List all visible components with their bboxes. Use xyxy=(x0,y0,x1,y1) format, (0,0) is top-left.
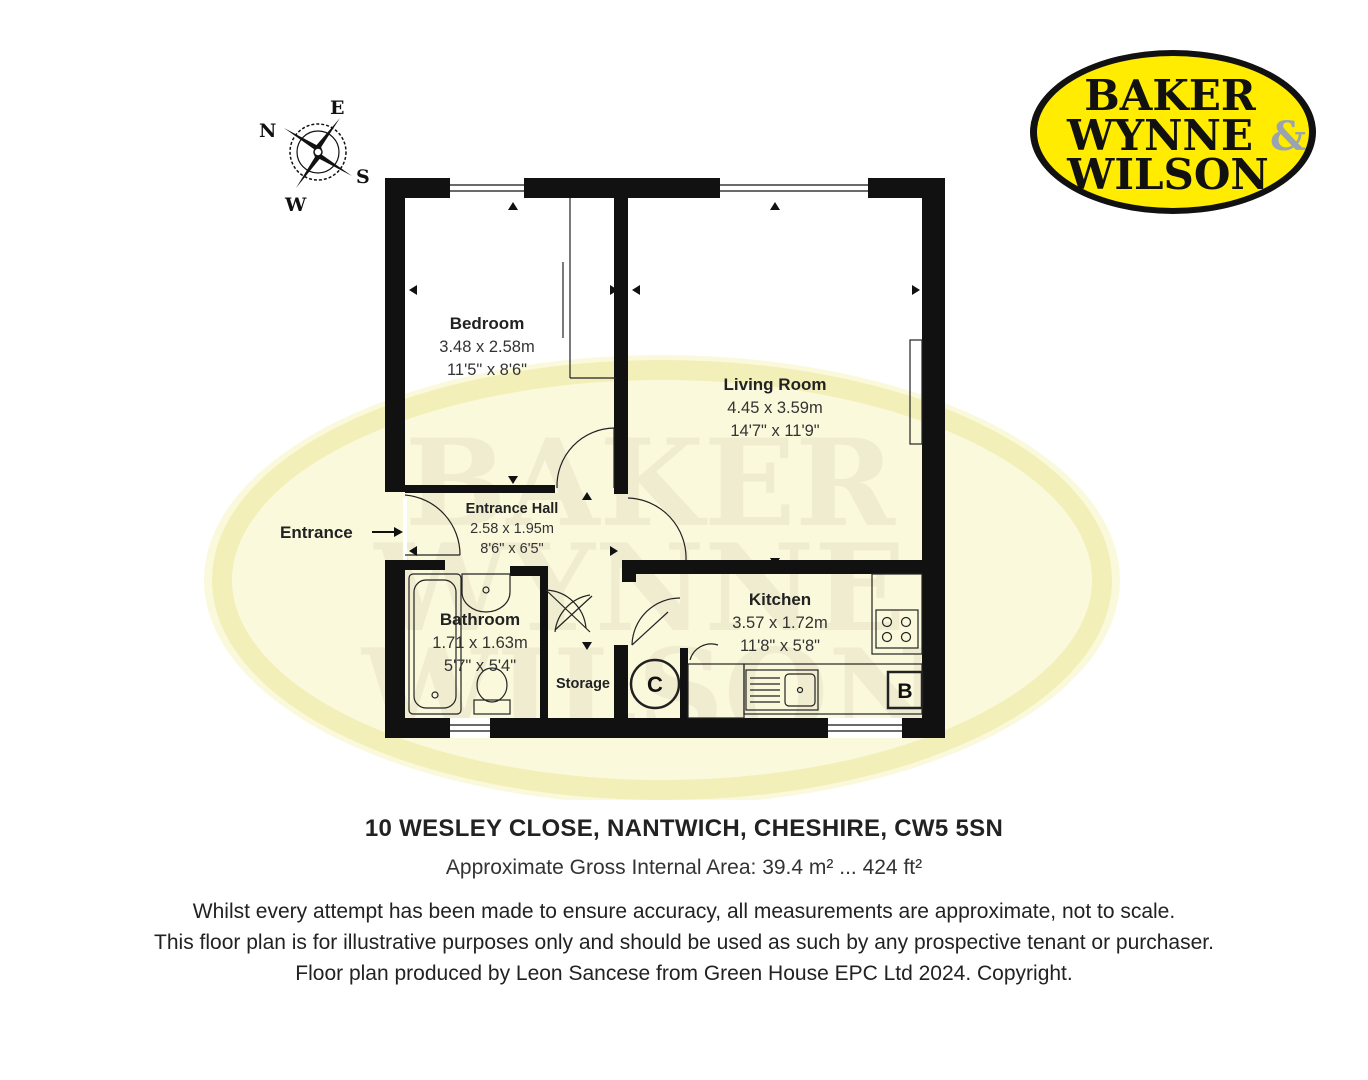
bathroom-metric: 1.71 x 1.63m xyxy=(432,634,527,652)
disclaimer-line-1: Whilst every attempt has been made to en… xyxy=(192,900,1176,923)
compass-e: E xyxy=(330,97,344,119)
room-bedroom: Bedroom 3.48 x 2.58m 11'5" x 8'6" xyxy=(439,314,534,379)
room-bathroom: Bathroom 1.71 x 1.63m 5'7" x 5'4" xyxy=(432,610,527,675)
logo-line3: WILSON xyxy=(1066,150,1269,199)
logo-line2: WYNNE xyxy=(1066,111,1253,160)
living-imperial: 14'7" x 11'9" xyxy=(730,422,819,440)
bedroom-imperial: 11'5" x 8'6" xyxy=(447,361,527,379)
compass-n: N xyxy=(259,120,276,142)
storage-name: Storage xyxy=(556,676,610,692)
compass-w: W xyxy=(284,194,307,216)
hall-imperial: 8'6" x 6'5" xyxy=(480,541,543,557)
hall-metric: 2.58 x 1.95m xyxy=(470,521,554,537)
room-living: Living Room 4.45 x 3.59m 14'7" x 11'9" xyxy=(724,375,827,440)
dimension-arrows xyxy=(409,202,920,650)
living-metric: 4.45 x 3.59m xyxy=(727,399,822,417)
cupboard-symbol: C xyxy=(647,672,663,697)
kitchen-name: Kitchen xyxy=(749,590,811,609)
bathroom-name: Bathroom xyxy=(440,610,520,629)
windows xyxy=(450,178,902,738)
gross-internal-area: Approximate Gross Internal Area: 39.4 m²… xyxy=(445,856,923,879)
fixtures xyxy=(408,198,924,719)
disclaimer-line-3: Floor plan produced by Leon Sancese from… xyxy=(295,962,1073,985)
compass-icon: N E S W xyxy=(259,97,370,216)
property-address: 10 WESLEY CLOSE, NANTWICH, CHESHIRE, CW5… xyxy=(364,815,1004,842)
disclaimer-line-2: This floor plan is for illustrative purp… xyxy=(154,931,1214,954)
floor-plan: BAKER WYNNE WILSON N E S W BAKER WYNNE W… xyxy=(204,50,1316,800)
brand-logo: BAKER WYNNE WILSON & xyxy=(1030,50,1316,214)
kitchen-metric: 3.57 x 1.72m xyxy=(732,614,827,632)
doors xyxy=(403,427,719,661)
kitchen-imperial: 11'8" x 5'8" xyxy=(740,637,820,655)
bedroom-name: Bedroom xyxy=(450,314,525,333)
entrance-label: Entrance xyxy=(280,523,353,542)
watermark: BAKER WYNNE WILSON xyxy=(204,355,1120,800)
room-kitchen: Kitchen 3.57 x 1.72m 11'8" x 5'8" xyxy=(732,590,827,655)
hall-name: Entrance Hall xyxy=(466,501,559,517)
logo-line1: BAKER xyxy=(1084,71,1257,120)
disclaimer: Whilst every attempt has been made to en… xyxy=(0,896,1368,989)
room-hall: Entrance Hall 2.58 x 1.95m 8'6" x 6'5" xyxy=(466,501,559,557)
bathroom-imperial: 5'7" x 5'4" xyxy=(444,657,516,675)
logo-ampersand: & xyxy=(1270,113,1306,160)
boiler-symbol: B xyxy=(897,680,912,703)
entrance-arrow-icon xyxy=(372,527,403,537)
svg-text:BAKER: BAKER xyxy=(405,413,896,554)
bedroom-metric: 3.48 x 2.58m xyxy=(439,338,534,356)
living-name: Living Room xyxy=(724,375,827,394)
compass-s: S xyxy=(356,166,370,188)
